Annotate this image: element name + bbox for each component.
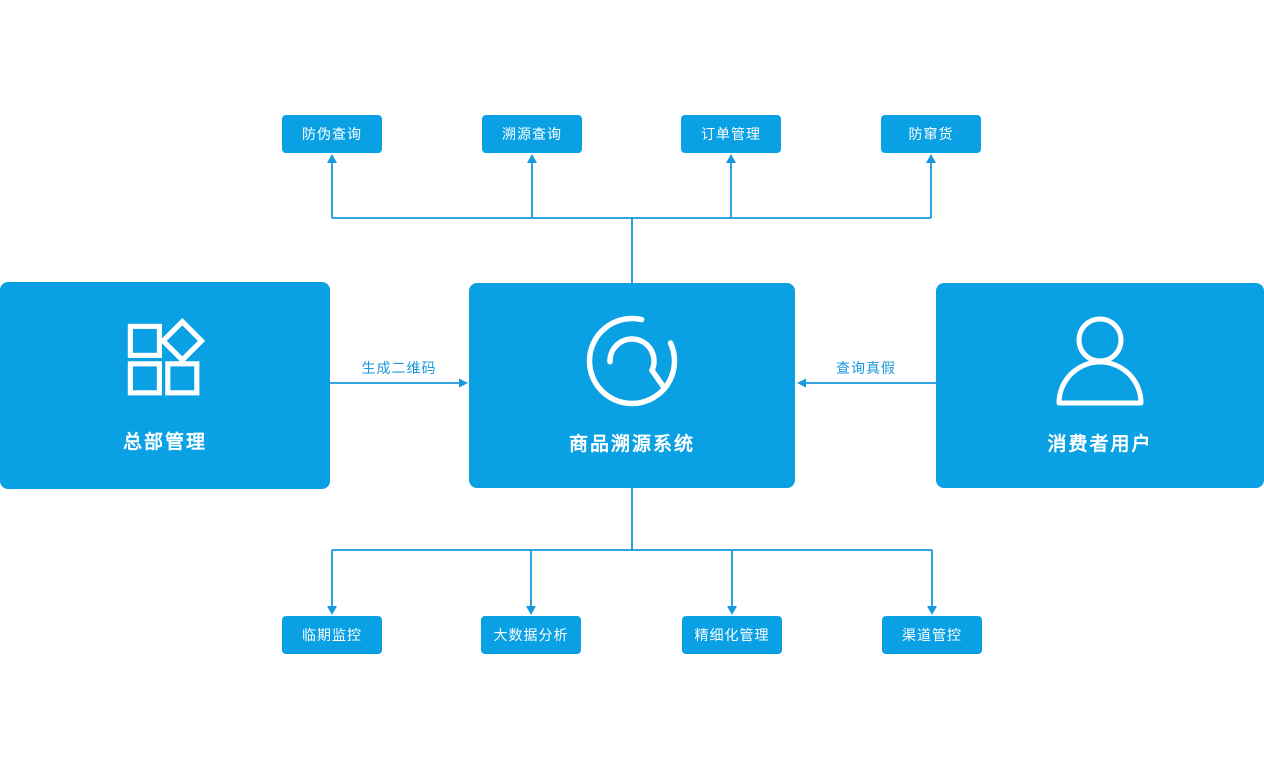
arrowhead-down-3 (727, 606, 737, 615)
node-label: 大数据分析 (493, 627, 569, 643)
node-label: 防伪查询 (302, 126, 362, 142)
arrowhead-down-4 (927, 606, 937, 615)
node-label: 临期监控 (302, 627, 362, 643)
node-near-expiry-monitoring: 临期监控 (282, 616, 382, 654)
node-anti-channel-diversion: 防窜货 (881, 115, 981, 153)
left-to-center-arrow (330, 378, 468, 388)
grid-diamond-icon (121, 317, 209, 405)
arrowhead-up-2 (527, 154, 537, 163)
node-label: 商品溯源系统 (568, 434, 695, 455)
arrowhead-up-4 (926, 154, 936, 163)
bottom-bus-connector (327, 488, 937, 615)
top-bus-connector (327, 154, 936, 283)
arrowhead-down-1 (327, 606, 337, 615)
node-label: 订单管理 (701, 126, 761, 142)
arrowhead-right (459, 378, 468, 388)
node-product-trace-system: 商品溯源系统 (469, 283, 795, 488)
arrowhead-up-3 (726, 154, 736, 163)
node-headquarters-management: 总部管理 (0, 282, 330, 489)
node-label: 精细化管理 (694, 627, 770, 643)
node-refined-management: 精细化管理 (682, 616, 782, 654)
node-label: 防窜货 (908, 126, 954, 142)
node-label: 溯源查询 (502, 126, 562, 142)
edge-label-generate-qrcode: 生成二维码 (361, 360, 437, 376)
edge-label-query-authenticity: 查询真假 (836, 360, 896, 376)
node-label: 消费者用户 (1047, 434, 1153, 455)
node-order-management: 订单管理 (681, 115, 781, 153)
arrowhead-down-2 (526, 606, 536, 615)
node-label: 总部管理 (122, 432, 207, 453)
node-channel-control: 渠道管控 (882, 616, 982, 654)
user-icon (1054, 315, 1146, 407)
node-anti-counterfeit-query: 防伪查询 (282, 115, 382, 153)
node-big-data-analysis: 大数据分析 (481, 616, 581, 654)
trace-search-icon (586, 315, 678, 407)
right-to-center-arrow (797, 378, 936, 388)
node-consumer-user: 消费者用户 (936, 283, 1264, 488)
node-label: 渠道管控 (902, 627, 962, 643)
node-trace-query: 溯源查询 (482, 115, 582, 153)
arrowhead-left (797, 378, 806, 388)
arrowhead-up-1 (327, 154, 337, 163)
